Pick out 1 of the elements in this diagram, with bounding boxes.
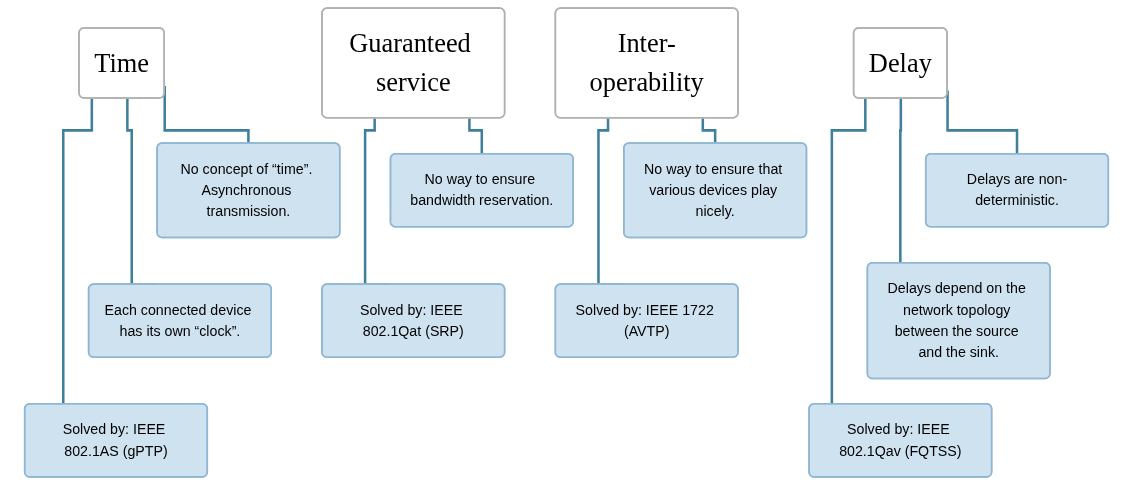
connector [701, 118, 717, 145]
